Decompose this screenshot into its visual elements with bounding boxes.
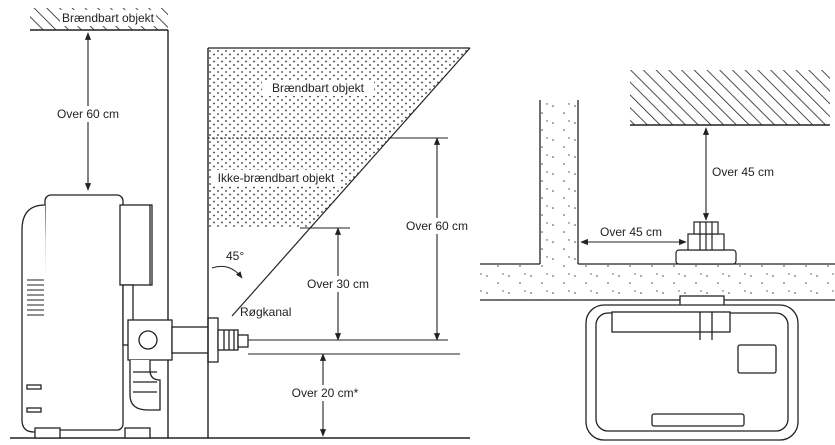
over-60-label-bg bbox=[50, 106, 130, 122]
angle-arc bbox=[211, 265, 243, 279]
over-60-right-label-bg bbox=[397, 218, 477, 234]
combustible-ceiling-label: Brændbart objekt bbox=[62, 11, 155, 25]
over-45-h-label-bg bbox=[596, 225, 666, 239]
flue-terminal bbox=[675, 221, 737, 265]
over-60-right-label: Over 60 cm bbox=[406, 219, 468, 233]
side-view-panel: Brændbart objekt Over 60 cm bbox=[10, 8, 477, 439]
over-30-label-bg bbox=[298, 276, 378, 292]
top-view-panel: Over 45 cm Over 45 cm bbox=[480, 70, 835, 441]
over-30-label: Over 30 cm bbox=[307, 277, 369, 291]
flue-label: Røgkanal bbox=[240, 305, 291, 319]
over-45-horizontal-label: Over 45 cm bbox=[600, 225, 662, 239]
right-wall-fill bbox=[540, 100, 578, 264]
combustible-wall-label: Brændbart objekt bbox=[272, 81, 365, 95]
over-20-label: Over 20 cm* bbox=[292, 386, 359, 400]
heater-side-view bbox=[21, 194, 249, 439]
over-60-left-label: Over 60 cm bbox=[57, 107, 119, 121]
over-45-vertical-label: Over 45 cm bbox=[712, 165, 774, 179]
noncombustible-label-bg bbox=[212, 170, 340, 186]
combustible-wall-label-bg bbox=[262, 80, 374, 96]
right-ceiling-hatch bbox=[630, 70, 830, 125]
ceiling-label-bg bbox=[60, 10, 156, 26]
noncombustible-wall-label: Ikke-brændbart objekt bbox=[218, 171, 335, 185]
over-20-label-bg bbox=[280, 385, 370, 401]
heater-front-view bbox=[585, 295, 799, 441]
diagonal-45-line bbox=[231, 47, 471, 317]
angle-45-label: 45° bbox=[226, 249, 244, 263]
floor-slab-fill bbox=[480, 264, 835, 300]
